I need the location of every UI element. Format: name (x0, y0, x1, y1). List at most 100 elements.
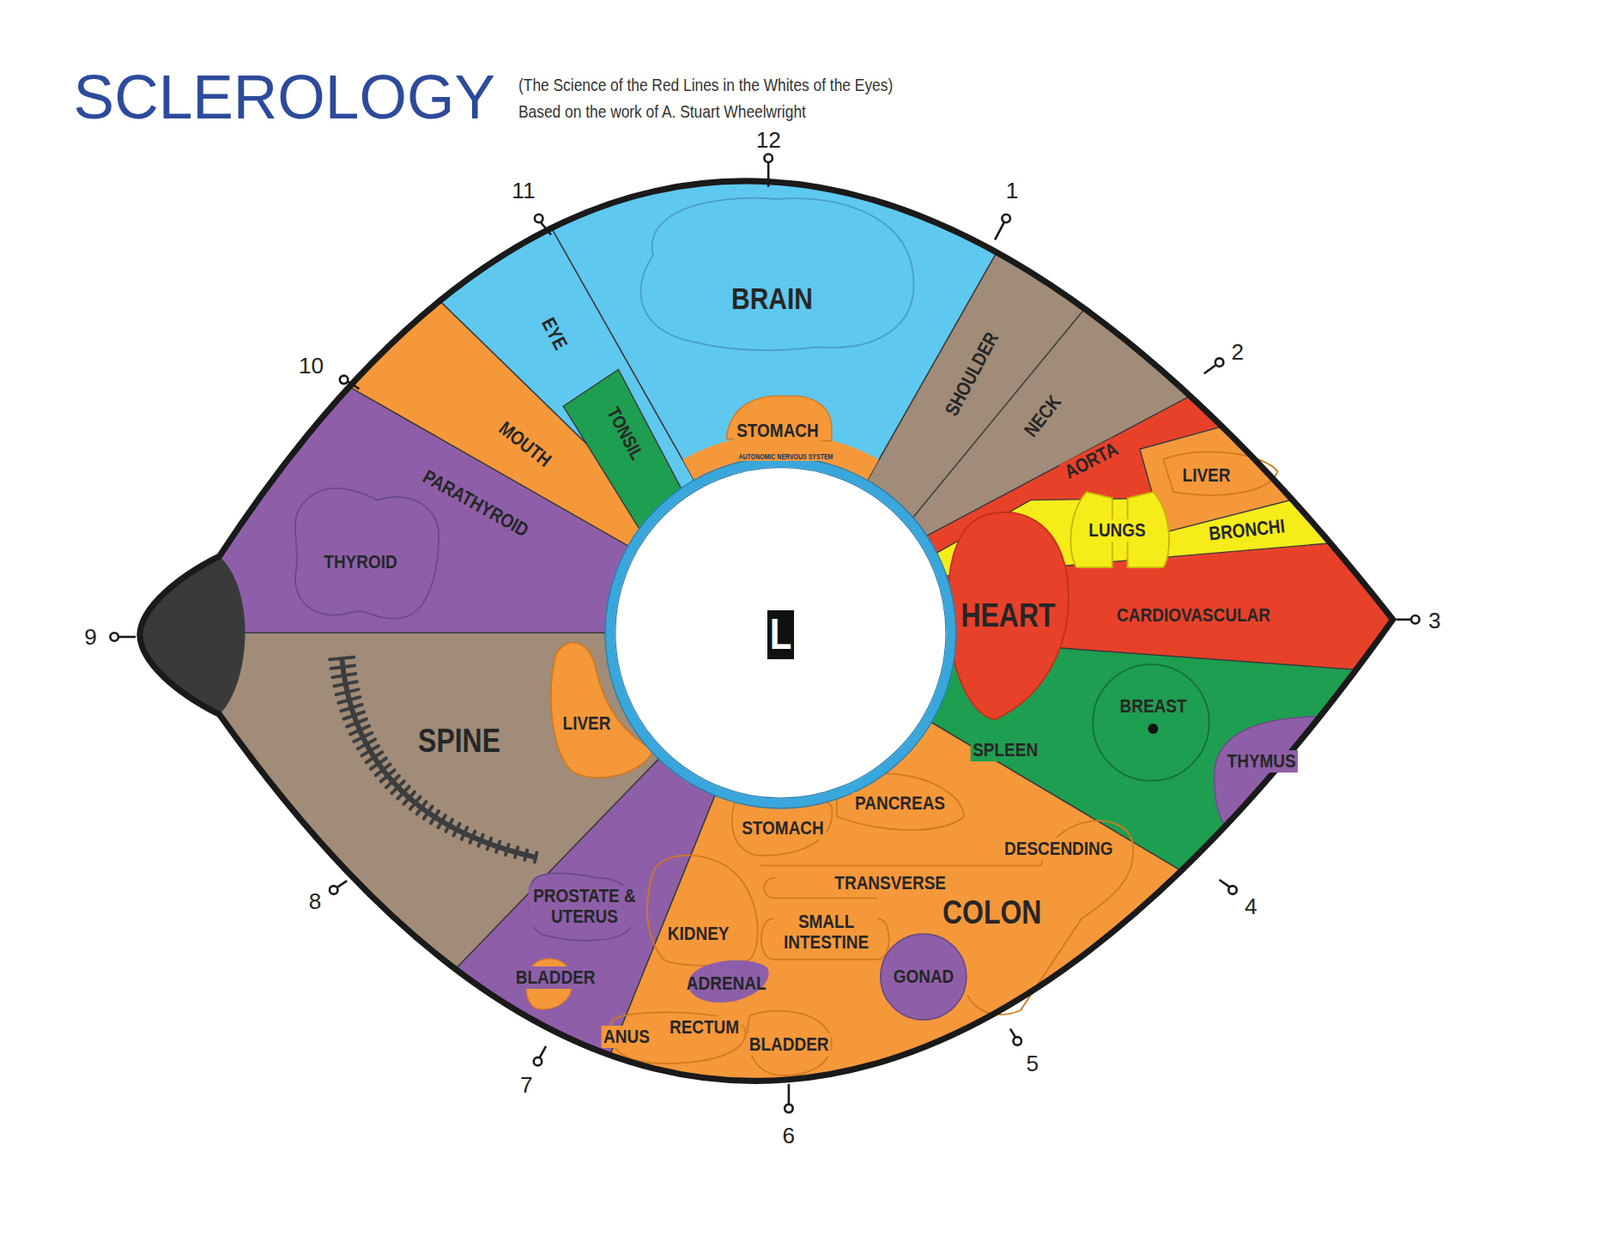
tick (1395, 618, 1412, 621)
tick (1219, 879, 1231, 887)
drawing-stroke (333, 681, 358, 686)
drawing-stroke (417, 801, 427, 814)
organ-zone: SPINELIVER (407, 722, 511, 761)
organ-zone: AORTA (1054, 449, 1128, 473)
organ-zone: GONAD (884, 965, 963, 988)
organ-label: BRAIN (729, 281, 816, 317)
organ-label: STOMACH (733, 419, 821, 443)
tick-dot (534, 214, 544, 224)
tick (347, 381, 359, 389)
tick-dot (339, 375, 349, 385)
stomach-shape (726, 395, 831, 442)
organ-zone: HEART (949, 597, 1067, 636)
organ-zone: COLONSTOMACHPANCREASKIDNEYADRENALSMALL I… (930, 894, 1054, 933)
organ-label: BLADDER (746, 1033, 831, 1056)
drawing-stroke (340, 704, 363, 712)
tick (118, 636, 136, 639)
organ-label: L (767, 610, 794, 660)
drawing-stroke (343, 711, 364, 719)
tick-dot (1411, 615, 1420, 625)
drawing-stroke (338, 696, 360, 704)
organ-label: LIVER (1179, 464, 1232, 487)
drawing-stroke (332, 673, 356, 678)
organ-label: BREAST (1117, 695, 1189, 718)
clock-number: 4 (1244, 893, 1258, 920)
sectors (60, 60, 1600, 1236)
tick-dot (784, 1104, 794, 1114)
stomach-band (581, 433, 981, 832)
drawing-stroke (336, 689, 359, 695)
organ-zone: PARATHYROIDTHYROID (403, 492, 548, 516)
drawing-stroke (469, 830, 475, 843)
tick (767, 162, 770, 188)
tick-dot (1215, 357, 1225, 367)
organ-zone: SPLEENBREASTTHYMUS (963, 739, 1047, 762)
divider (897, 306, 1087, 537)
organ-zone: BREAST (1110, 695, 1196, 718)
clock-number: 8 (309, 888, 322, 915)
organ-zone: THYROID (314, 551, 407, 574)
drawing-stroke (357, 739, 376, 749)
tick-dot (1228, 885, 1237, 895)
organ-label: BLADDER (513, 966, 597, 989)
tick-dot (533, 1057, 543, 1067)
drawing-stroke (524, 849, 528, 861)
organ-label: STOMACH (739, 817, 826, 840)
drawing-stroke (330, 665, 355, 669)
iris-inner-edge (615, 467, 946, 799)
subtitle: Based on the work of A. Stuart Wheelwrig… (518, 102, 807, 122)
organ-label: RECTUM (666, 1016, 742, 1039)
clock-number: 1 (1006, 177, 1019, 204)
drawing-stroke (496, 841, 500, 853)
iris-edge (605, 457, 957, 809)
organ-zone: CARDIOVASCULAR (1099, 604, 1288, 627)
drawing-stroke (430, 811, 439, 824)
drawing-stroke (350, 726, 370, 735)
clock-number: 12 (756, 127, 782, 153)
clock-number: 3 (1428, 607, 1442, 634)
lungs-shape (1070, 491, 1170, 568)
organ-label: CARDIOVASCULAR (1115, 604, 1273, 627)
drawing-stroke (461, 827, 467, 840)
organ-label: ADRENAL (684, 972, 769, 995)
clock-number: 10 (298, 352, 324, 379)
drawing-stroke (397, 786, 409, 799)
organ-zone: THYMUS (1218, 750, 1305, 773)
organ-zone: NECK (1012, 405, 1073, 428)
drawing-stroke (341, 658, 536, 858)
clock-number: 5 (1026, 1050, 1040, 1077)
tick (787, 1084, 791, 1105)
spine-drawing (329, 657, 537, 863)
tick (337, 880, 347, 887)
bladder-outline (747, 1011, 832, 1076)
breast-shape (1092, 664, 1210, 782)
drawing-stroke (487, 838, 492, 850)
organ-zone: SMALL INTESTINE (766, 911, 886, 952)
clock-number: 7 (520, 1072, 534, 1098)
kidney-outline (647, 855, 758, 966)
drawing-stroke (403, 791, 415, 804)
part-label: AUTONOMIC NERVOUS SYSTEM (736, 453, 836, 462)
organ-zone: BLADDER (505, 966, 606, 989)
thyroid-shape (295, 488, 439, 619)
organ-outlines (609, 773, 1134, 1076)
thymus-shape (1214, 716, 1358, 843)
brain-shape (641, 198, 915, 351)
drawing-stroke (453, 824, 460, 837)
clock-marks (109, 154, 1419, 1114)
eye-outline (139, 181, 1394, 1081)
organ-zone: L (764, 610, 797, 660)
organ-label: LIVER (560, 712, 613, 735)
tick (539, 1046, 546, 1058)
organ-label: GONAD (890, 965, 957, 988)
tick (994, 222, 1005, 240)
drawing-stroke (353, 733, 372, 742)
organ-zone: BRONCHILUNGS (1199, 519, 1295, 542)
organ-label: LUNGS (1086, 519, 1148, 542)
organ-label: THYROID (321, 551, 400, 574)
organ-zone: STOMACH (726, 419, 830, 443)
tick-dot (1001, 214, 1011, 224)
tick (1204, 365, 1216, 375)
heart-shape (947, 512, 1069, 720)
organ-zone: PANCREAS (843, 792, 957, 815)
